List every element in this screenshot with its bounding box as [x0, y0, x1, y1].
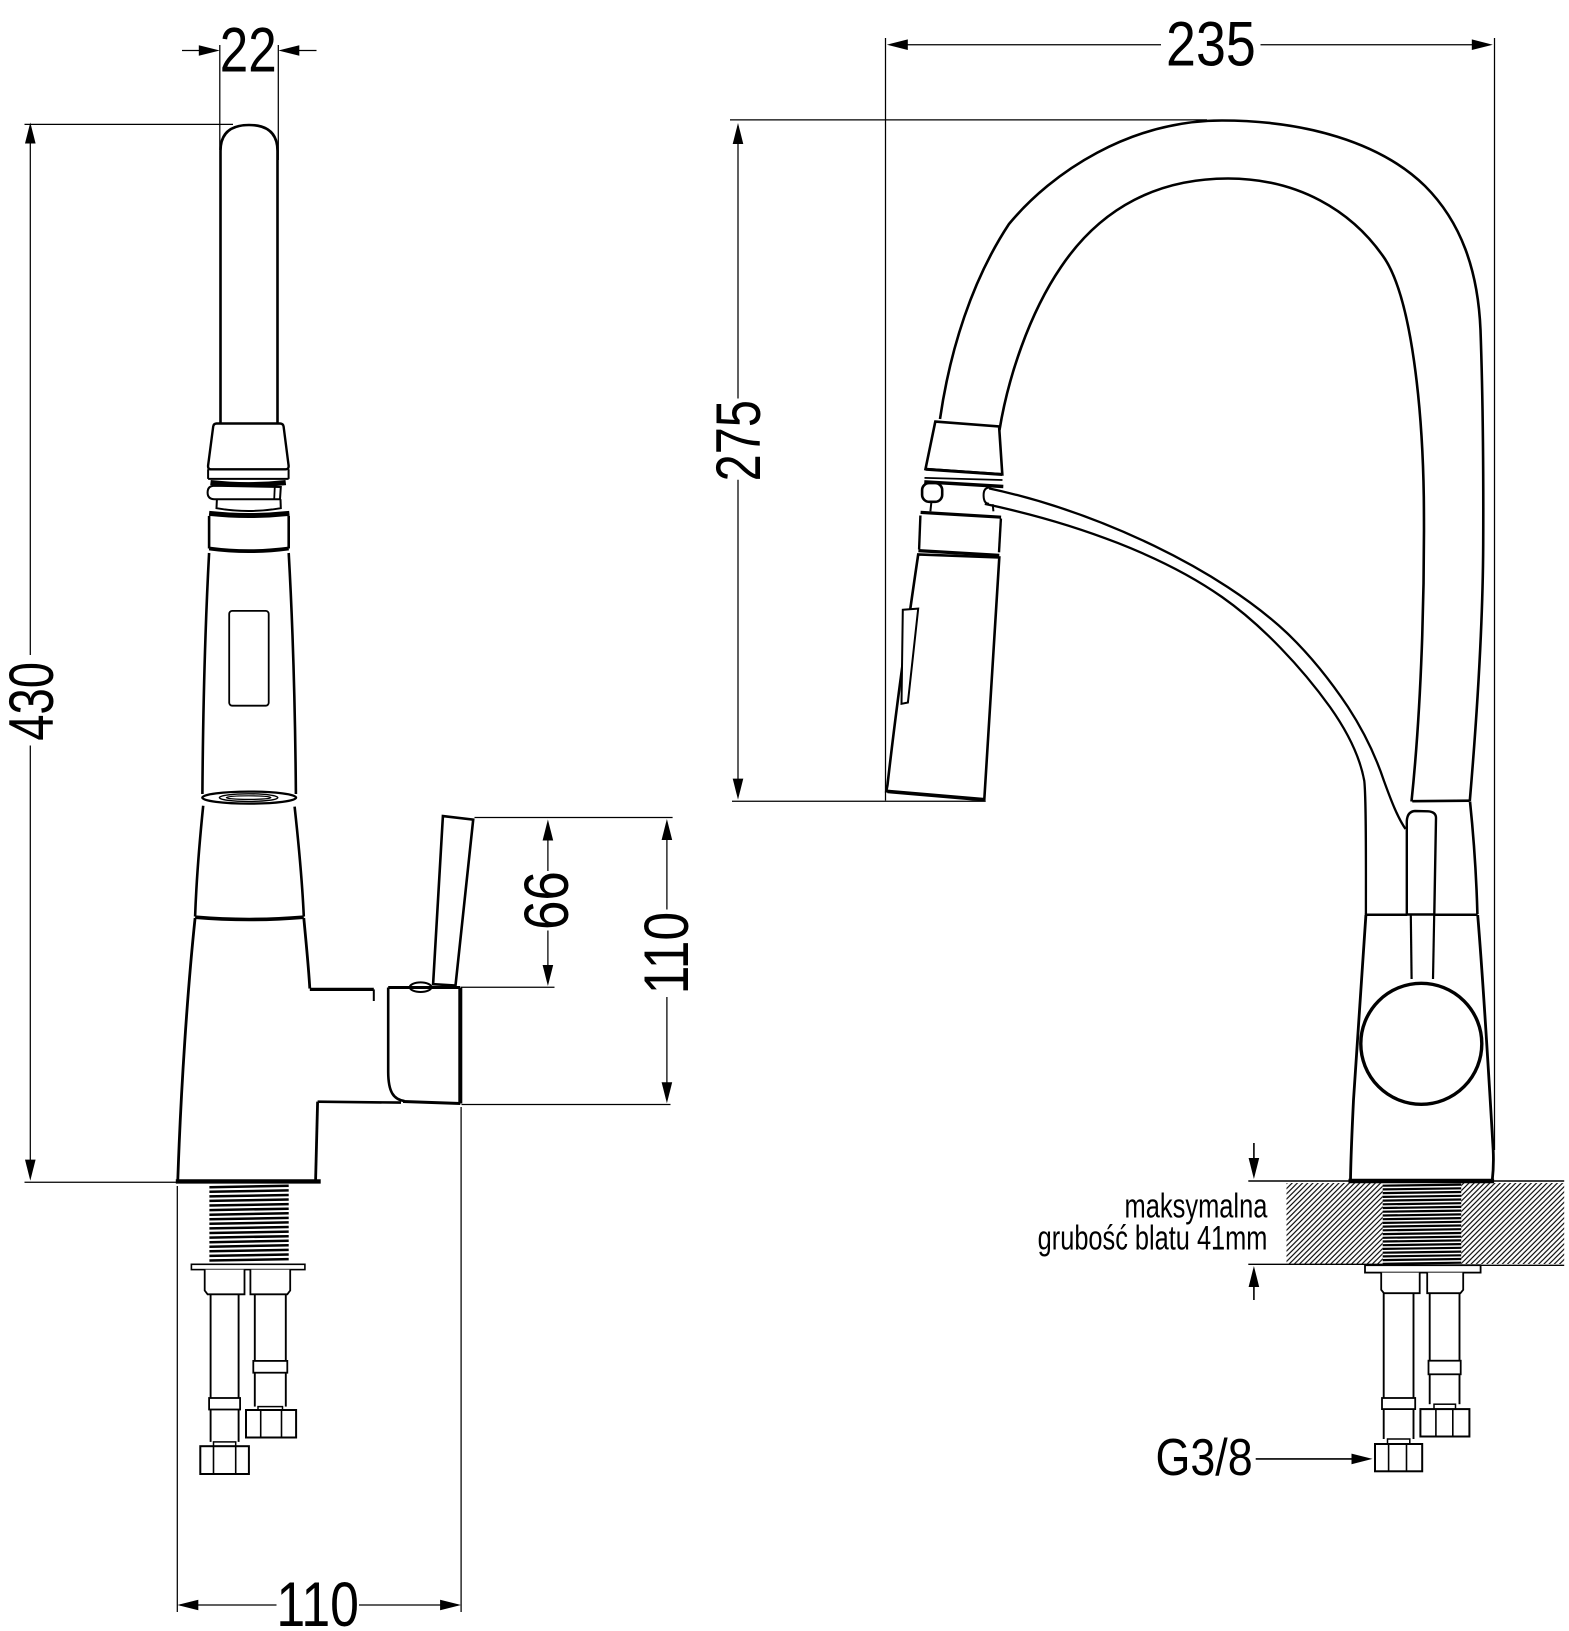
svg-text:235: 235: [1166, 10, 1256, 80]
svg-text:275: 275: [703, 400, 773, 481]
svg-text:66: 66: [511, 871, 581, 930]
svg-text:G3/8: G3/8: [1156, 1429, 1253, 1487]
svg-text:grubość blatu 41mm: grubość blatu 41mm: [1038, 1220, 1268, 1257]
svg-text:22: 22: [220, 16, 277, 86]
svg-text:maksymalna: maksymalna: [1125, 1188, 1268, 1225]
svg-text:110: 110: [632, 912, 702, 995]
svg-text:430: 430: [0, 662, 67, 741]
svg-text:110: 110: [276, 1570, 359, 1631]
